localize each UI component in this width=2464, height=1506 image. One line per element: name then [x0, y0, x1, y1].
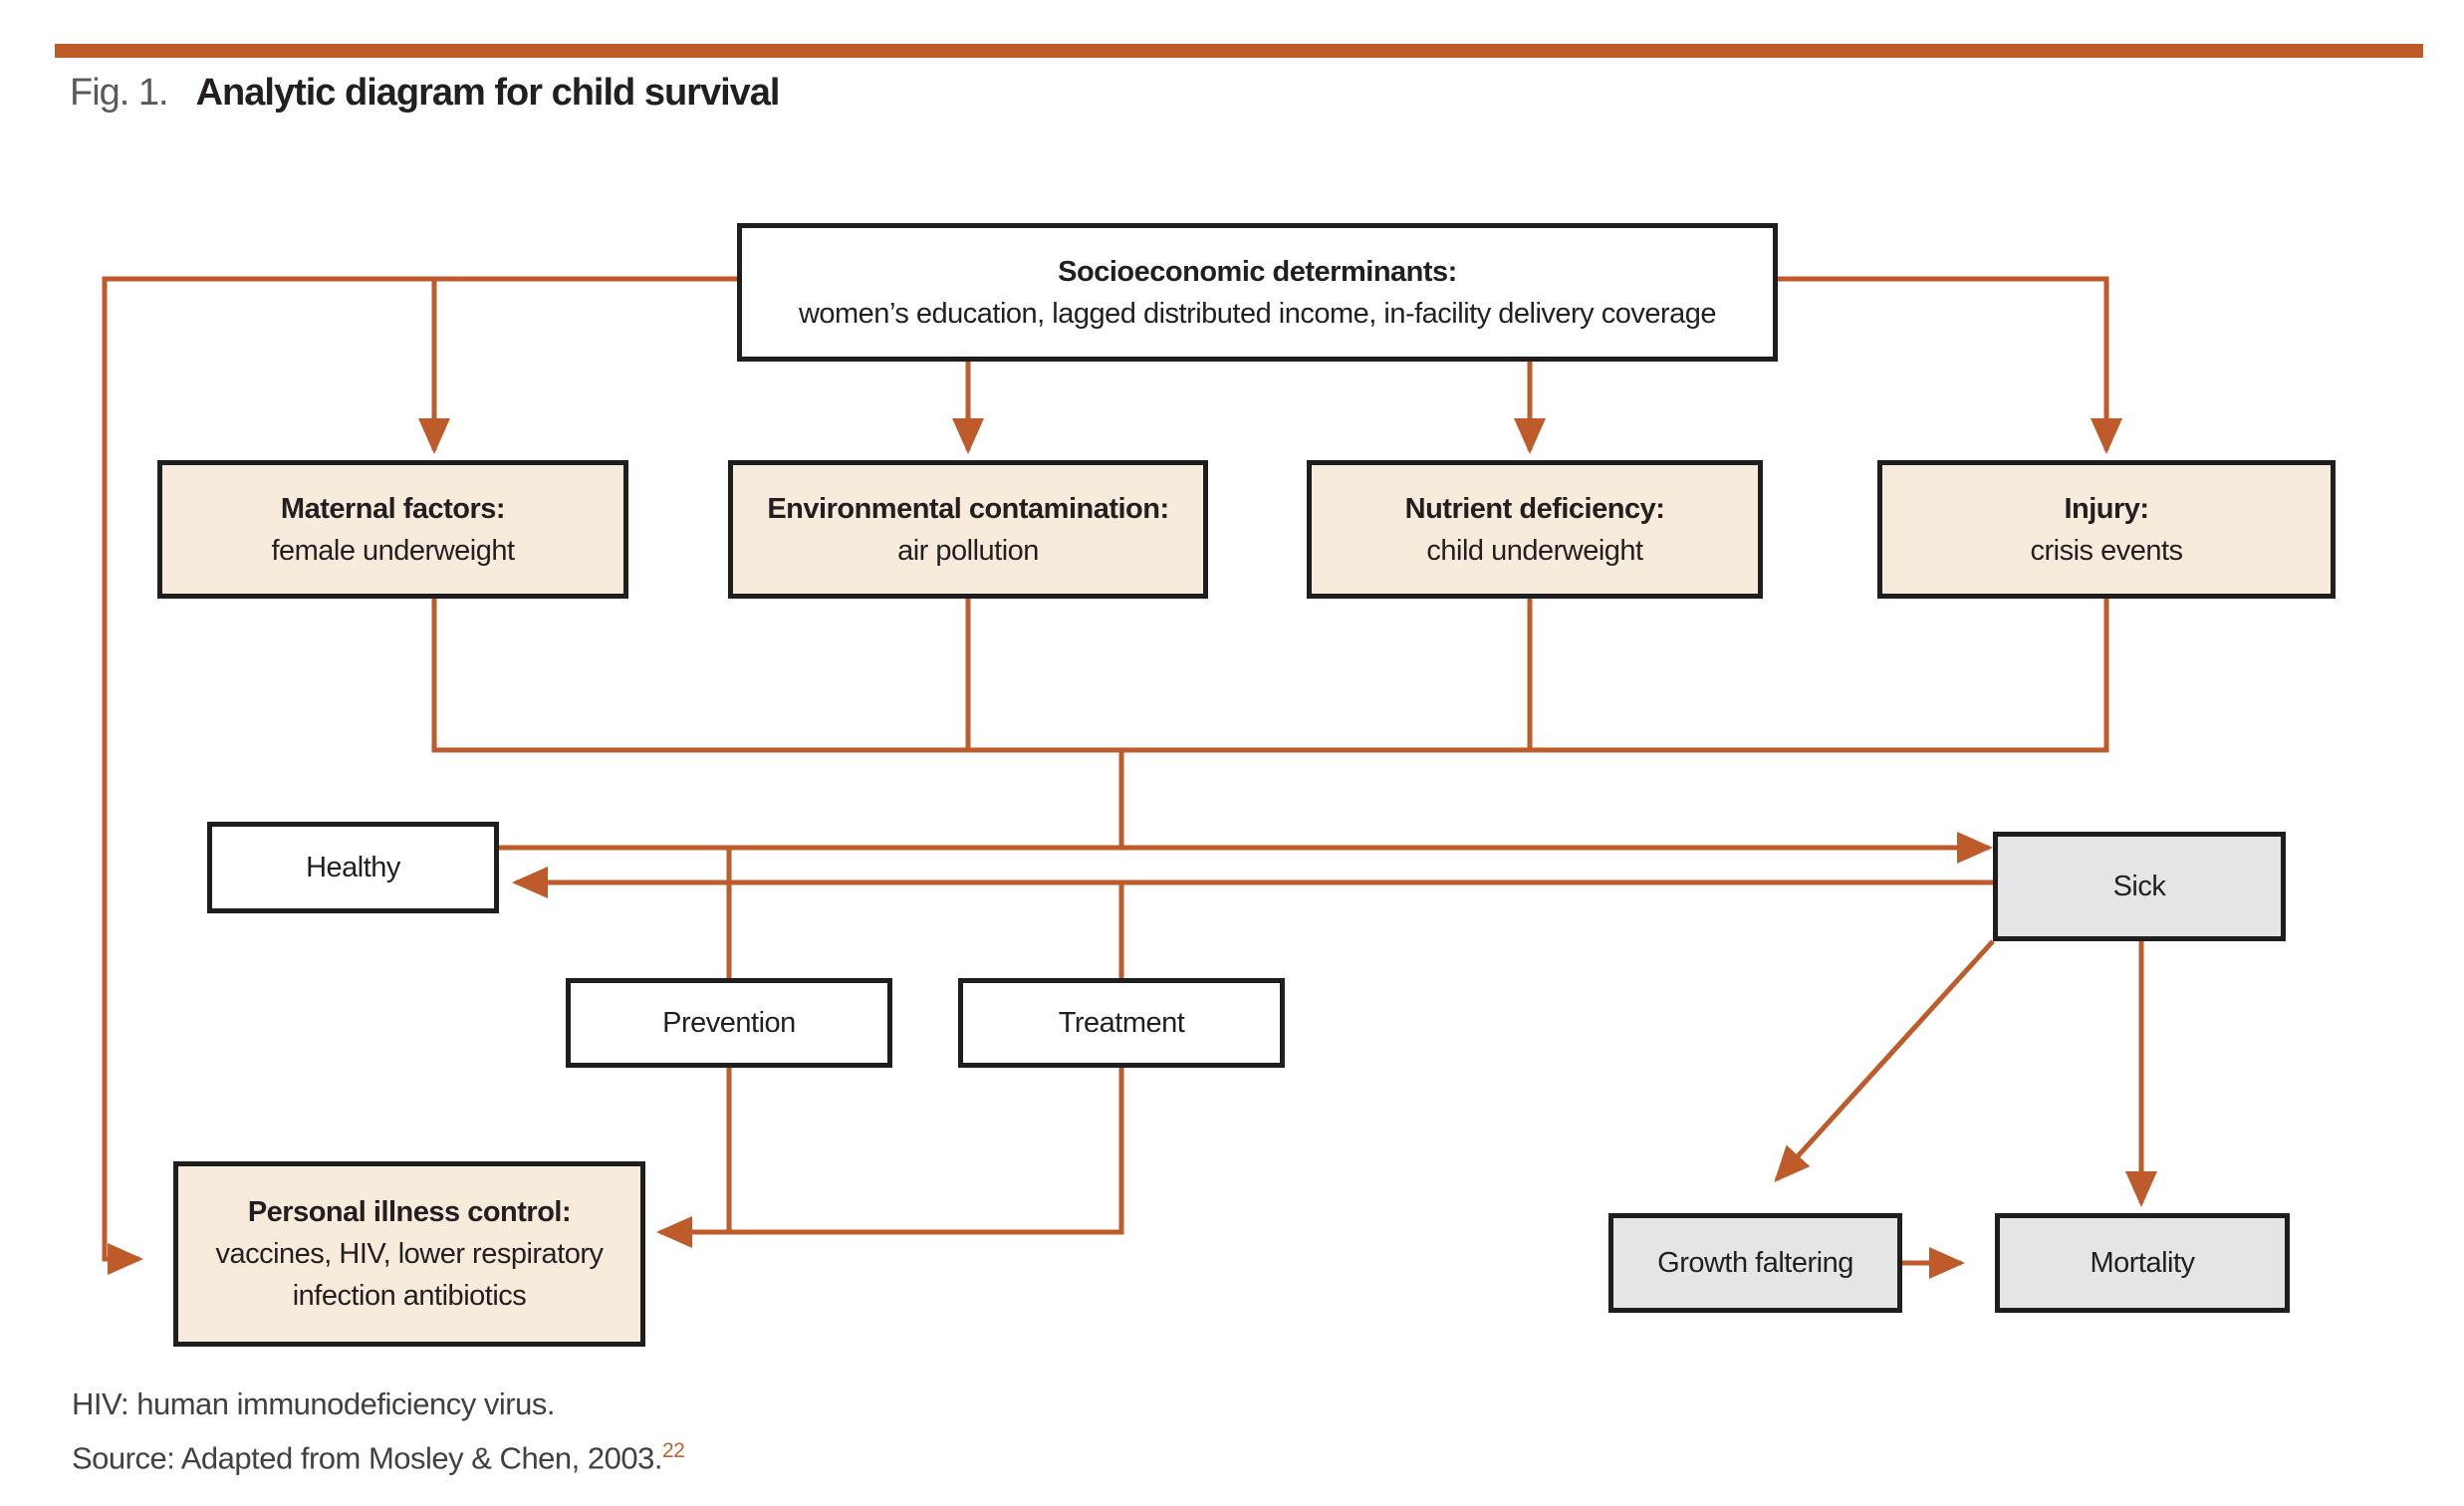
node-subtitle: infection antibiotics — [292, 1280, 527, 1312]
footnotes: HIV: human immunodeficiency virus. Sourc… — [72, 1380, 685, 1481]
node-title: Growth faltering — [1657, 1247, 1853, 1279]
node-prevention: Prevention — [566, 978, 892, 1068]
node-title: Injury: — [2064, 492, 2149, 525]
node-growth-faltering: Growth faltering — [1608, 1213, 1902, 1313]
node-subtitle: vaccines, HIV, lower respiratory — [215, 1238, 604, 1270]
node-sick: Sick — [1993, 832, 2286, 941]
node-mortality: Mortality — [1995, 1213, 2290, 1313]
connector-arrow-sick-to-growth — [1774, 939, 1995, 1182]
node-title: Environmental contamination: — [767, 492, 1169, 525]
node-treatment: Treatment — [958, 978, 1285, 1068]
node-subtitle: air pollution — [897, 534, 1039, 567]
node-injury: Injury: crisis events — [1877, 460, 2336, 599]
node-title: Sick — [2112, 871, 2166, 902]
accent-top-bar — [55, 44, 2423, 58]
node-socioeconomic-determinants: Socioeconomic determinants: women’s educ… — [737, 223, 1778, 362]
node-healthy: Healthy — [207, 822, 499, 913]
node-title: Nutrient deficiency: — [1404, 492, 1665, 525]
node-subtitle: child underweight — [1426, 534, 1643, 567]
figure-label: Fig. 1. — [70, 72, 169, 114]
connector-arrow-treatment-to-personal — [656, 1068, 1124, 1248]
footnote-reference-number: 22 — [661, 1439, 685, 1462]
figure-caption: Fig. 1. Analytic diagram for child surviv… — [70, 72, 781, 115]
node-subtitle: women’s education, lagged distributed in… — [798, 297, 1717, 330]
node-nutrient-deficiency: Nutrient deficiency: child underweight — [1307, 460, 1763, 599]
footnote-hiv: HIV: human immunodeficiency virus. — [72, 1386, 555, 1421]
footnote-source-text: Source: Adapted from Mosley & Chen, 2003… — [72, 1440, 662, 1476]
node-subtitle: crisis events — [2030, 534, 2183, 567]
node-title: Mortality — [2090, 1247, 2195, 1279]
footnote-source: Source: Adapted from Mosley & Chen, 2003… — [72, 1427, 685, 1481]
node-environmental-contamination: Environmental contamination: air polluti… — [728, 460, 1208, 599]
node-title: Personal illness control: — [247, 1196, 572, 1228]
node-personal-illness-control: Personal illness control: vaccines, HIV,… — [173, 1161, 645, 1347]
node-title: Maternal factors: — [280, 492, 506, 525]
figure-title: Analytic diagram for child survival — [195, 72, 781, 114]
node-title: Socioeconomic determinants: — [1058, 255, 1457, 288]
node-subtitle: female underweight — [271, 534, 515, 567]
node-title: Healthy — [306, 852, 400, 883]
node-title: Prevention — [662, 1007, 796, 1039]
node-maternal-factors: Maternal factors: female underweight — [157, 460, 628, 599]
node-title: Treatment — [1058, 1007, 1185, 1039]
